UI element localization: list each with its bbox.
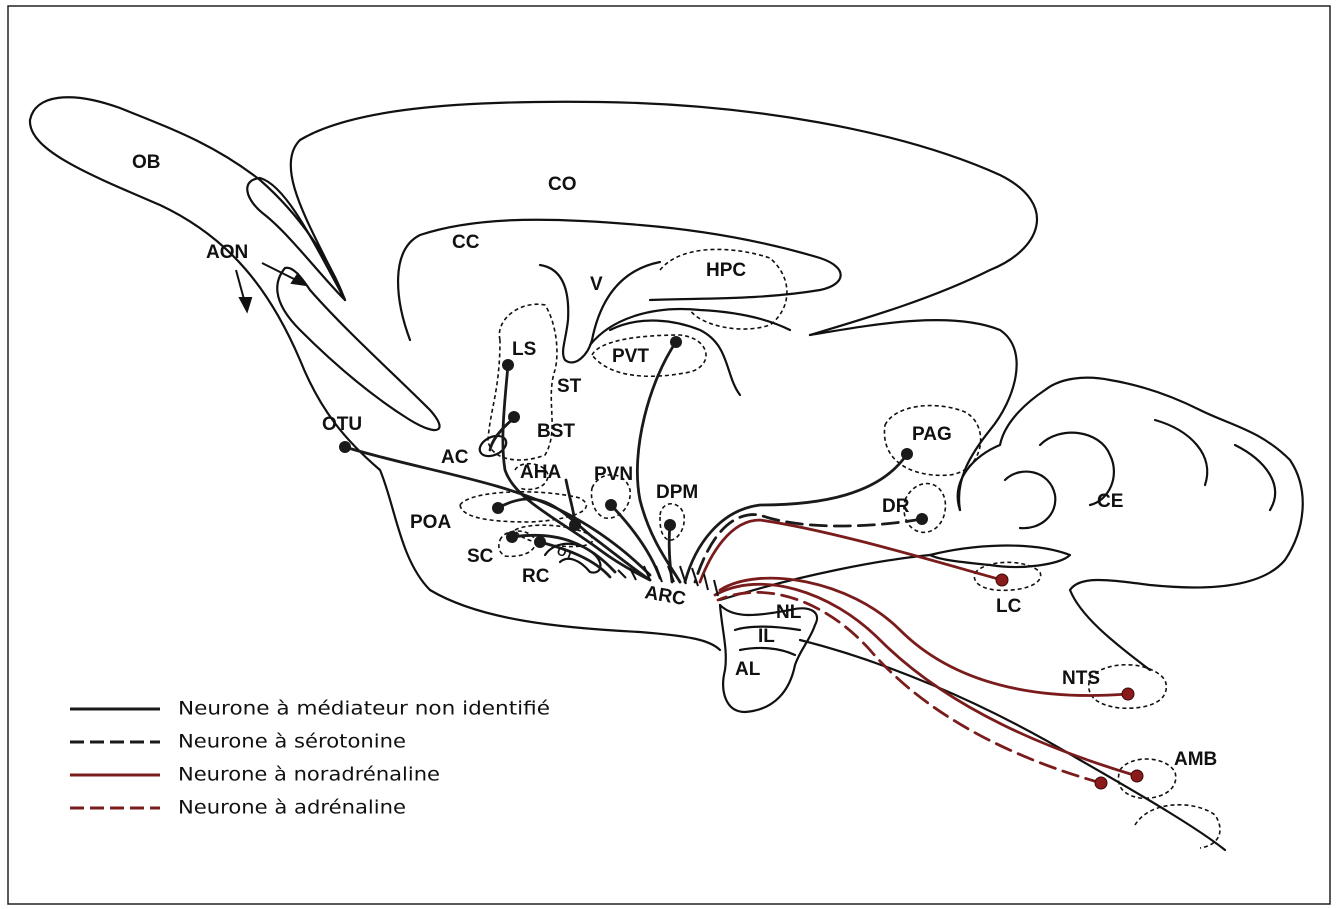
- pituitary-divider-2: [740, 648, 795, 655]
- dr-region: [904, 484, 945, 533]
- cell-rc: [534, 536, 546, 548]
- cell-lc: [996, 574, 1008, 586]
- brainstem-lower-outline: [800, 640, 1225, 850]
- cell-bodies: [339, 336, 1143, 789]
- label-amb: AMB: [1174, 749, 1217, 770]
- fourth-ventricle-outline: [930, 546, 1070, 567]
- label-ac: AC: [441, 447, 469, 468]
- label-aha: AHA: [520, 462, 561, 483]
- label-co: CO: [548, 174, 577, 195]
- label-v: V: [590, 274, 603, 295]
- label-dpm: DPM: [656, 482, 698, 503]
- label-st: ST: [557, 376, 582, 397]
- label-pvn: PVN: [594, 464, 633, 485]
- medulla-lower-region: [1135, 805, 1220, 848]
- legend-label-adrenaline: Neurone à adrénaline: [178, 797, 406, 819]
- label-al: AL: [735, 659, 761, 680]
- cell-otu: [339, 441, 351, 453]
- legend: Neurone à médiateur non identifié Neuron…: [70, 698, 550, 819]
- label-dr: DR: [882, 496, 910, 517]
- cerebellum-folia-2: [1005, 472, 1055, 529]
- tract-lc-arc-noradrenaline: [700, 520, 1002, 582]
- label-arc: ARC: [643, 582, 687, 610]
- cell-pag: [901, 448, 913, 460]
- cell-poa: [492, 502, 504, 514]
- label-ls: LS: [512, 339, 536, 360]
- label-cc: CC: [452, 232, 480, 253]
- pvt-region: [592, 335, 706, 376]
- brainstem-upper-outline: [720, 555, 930, 600]
- olfactory-duct: [277, 268, 439, 430]
- label-pag: PAG: [912, 424, 952, 445]
- label-pvt: PVT: [612, 346, 649, 367]
- cell-pvt: [670, 336, 682, 348]
- label-aon: AON: [206, 242, 248, 263]
- amb-region: [1118, 759, 1175, 798]
- cell-ls: [502, 359, 514, 371]
- label-lc: LC: [996, 596, 1022, 617]
- label-hpc: HPC: [706, 260, 746, 281]
- cell-amb2: [1095, 777, 1107, 789]
- olfactory-bulb-outline: [30, 97, 720, 650]
- cell-amb: [1131, 770, 1143, 782]
- label-ob: OB: [132, 152, 161, 173]
- label-poa: POA: [410, 512, 451, 533]
- cell-nts: [1122, 688, 1134, 700]
- cerebellum-folia-3: [1155, 420, 1207, 485]
- cell-aha: [569, 519, 581, 531]
- legend-label-serotonin: Neurone à sérotonine: [178, 731, 406, 753]
- label-nl: NL: [776, 602, 802, 623]
- cerebellum-outline: [958, 378, 1303, 670]
- label-ce: CE: [1097, 491, 1123, 512]
- cell-dr: [916, 513, 928, 525]
- nts-region: [1089, 665, 1167, 709]
- label-bst: BST: [537, 421, 575, 442]
- midbrain-outline: [810, 320, 1017, 510]
- cerebellum-folia-4: [1235, 445, 1275, 510]
- label-nts: NTS: [1062, 668, 1100, 689]
- legend-label-unidentified: Neurone à médiateur non identifié: [178, 698, 550, 720]
- cell-pvn: [605, 499, 617, 511]
- label-rc: RC: [522, 566, 550, 587]
- label-sc: SC: [467, 546, 494, 567]
- legend-label-noradrenaline: Neurone à noradrénaline: [178, 764, 440, 786]
- label-il: IL: [758, 626, 775, 647]
- cell-bst: [508, 411, 520, 423]
- label-otu: OTU: [322, 414, 362, 435]
- cell-dpm: [664, 519, 676, 531]
- cell-sc: [506, 531, 518, 543]
